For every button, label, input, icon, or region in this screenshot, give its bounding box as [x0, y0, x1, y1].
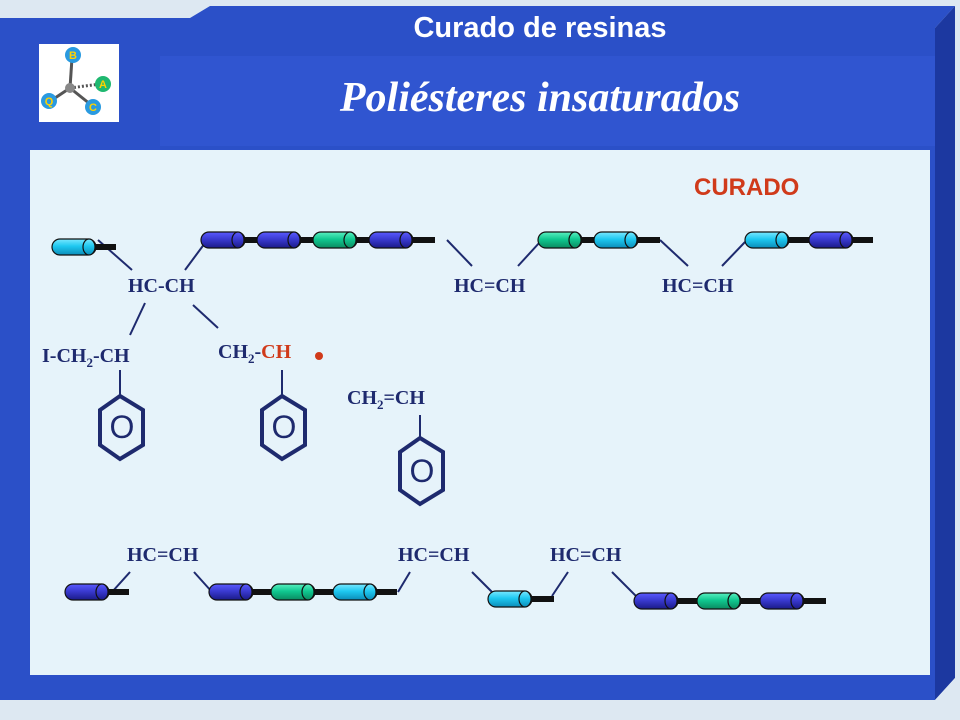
polymer-segment [808, 231, 873, 249]
label-bottom-hc-eq-ch-3: HC=CH [550, 544, 622, 566]
polymer-segment [759, 592, 826, 610]
slide-subtitle: Curado de resinas [413, 12, 667, 44]
curado-label: CURADO [694, 174, 800, 201]
benzene-ring-3: O [398, 435, 445, 507]
polymer-segment [696, 592, 760, 610]
polymer-segment [368, 231, 435, 249]
bond-lines [97, 239, 746, 597]
polymer-segment [537, 231, 594, 249]
polymer-segment [744, 231, 809, 249]
slide-frame [0, 6, 955, 720]
polymer-segment [51, 238, 116, 256]
label-hc-ch: HC-CH [128, 275, 195, 297]
label-i-ch2-ch: I-CH2-CH [42, 345, 130, 370]
slide-title: Poliésteres insaturados [339, 75, 741, 121]
polymer-segment [633, 592, 697, 610]
polymer-chain-top-left [51, 238, 116, 256]
logo-ball-a [95, 76, 111, 92]
svg-text:O: O [272, 409, 297, 445]
logo: B A C Q [39, 44, 119, 122]
logo-ball-q [41, 93, 57, 109]
polymer-segment [593, 231, 660, 249]
logo-ball-b [65, 47, 81, 63]
benzene-ring-2: O [260, 393, 307, 462]
polymer-segment [487, 590, 554, 608]
polymer-segment [64, 583, 129, 601]
benzene-ring-1: O [98, 393, 145, 462]
polymer-chain-top-right [537, 231, 873, 249]
polymer-segment [270, 583, 333, 601]
logo-ball-c [85, 99, 101, 115]
polymer-chain-top-mid [200, 231, 435, 249]
svg-text:A: A [99, 79, 107, 91]
svg-text:C: C [89, 102, 97, 114]
label-hc-eq-ch-1: HC=CH [454, 275, 526, 297]
svg-text:Q: Q [45, 96, 54, 108]
polymer-segment [200, 231, 257, 249]
radical-dot [315, 352, 323, 360]
polymer-segment [256, 231, 313, 249]
polymer-segment [312, 231, 369, 249]
polymer-chain-bottom [64, 583, 826, 610]
svg-text:B: B [69, 50, 77, 62]
label-bottom-hc-eq-ch-2: HC=CH [398, 544, 470, 566]
svg-text:O: O [110, 409, 135, 445]
svg-text:O: O [410, 453, 435, 489]
label-bottom-hc-eq-ch-1: HC=CH [127, 544, 199, 566]
polymer-segment [208, 583, 271, 601]
label-ch2-ch-radical: CH2-CH [218, 341, 292, 366]
label-ch2-eq-ch: CH2=CH [347, 387, 425, 412]
label-hc-eq-ch-2: HC=CH [662, 275, 734, 297]
polymer-segment [332, 583, 397, 601]
